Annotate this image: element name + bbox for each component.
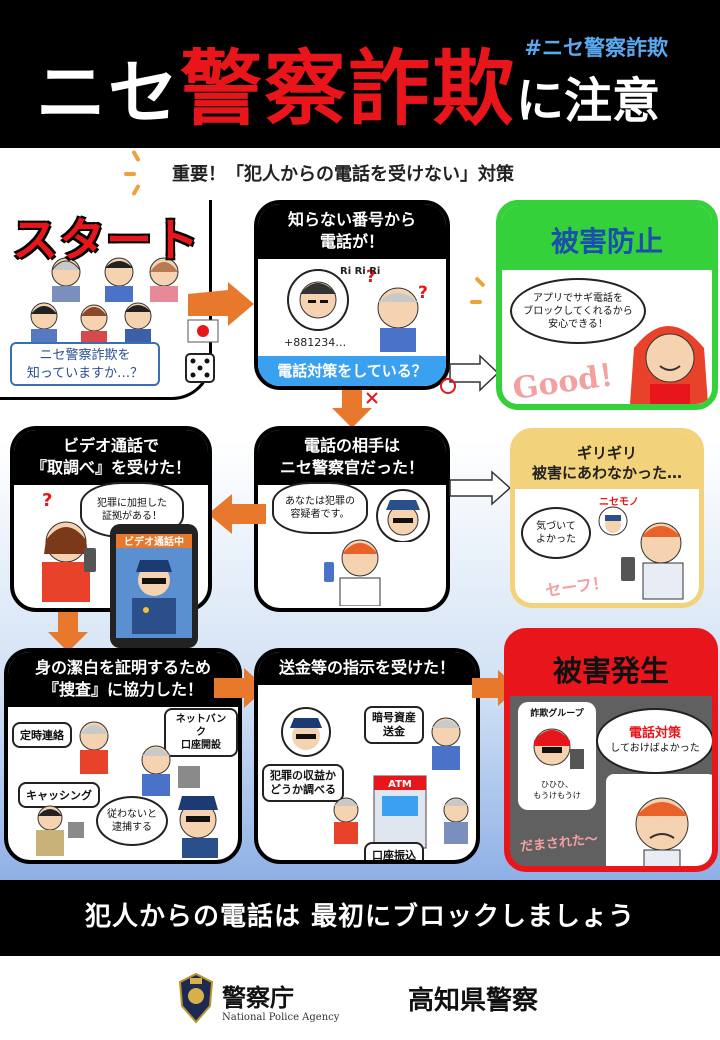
phone-number: +881234…: [284, 336, 346, 349]
arrow-right-outline-icon: [449, 470, 512, 506]
header-banner: [0, 0, 720, 148]
woman-worried-illustration: ?: [42, 490, 96, 602]
hashtag: #ニセ警察詐欺: [524, 36, 668, 60]
result-damage-title: 被害発生: [552, 654, 669, 688]
result-prevented: 被害防止 アプリでサギ電話を ブロックしてくれるから 安心できる！ Good！: [496, 200, 718, 410]
result-damage: 被害発生 詐欺グループ ひひひ、 もうけもうけ 電話対策 しておけばよかった だ…: [504, 628, 718, 872]
step-transfer: 送金等の指示を受けた！ 暗号資産 送金 犯罪の収益か どうか調べる ATM 口座…: [254, 648, 480, 864]
search-illustration: [79, 721, 218, 858]
prevented-speech: アプリでサギ電話を ブロックしてくれるから 安心できる！: [510, 278, 646, 344]
svg-text:?: ?: [418, 283, 428, 303]
step-video-call: ビデオ通話で 『取調べ』を受けた！ 犯罪に加担した 証拠がある！ ?: [10, 426, 212, 612]
footer-message: 犯人からの電話は 最初にブロックしましょう: [84, 902, 636, 932]
close-call-speech: 気づいて よかった: [521, 507, 591, 559]
svg-text:?: ?: [366, 267, 376, 287]
man-phone-illustration: [36, 805, 84, 856]
title-part2: 警察詐欺: [180, 42, 517, 137]
step-video-call-title: ビデオ通話で 『取調べ』を受けた！: [14, 430, 208, 485]
video-call-speech-text: 犯罪に加担した 証拠がある！: [97, 498, 167, 522]
result-close-call-header: [515, 433, 699, 489]
arrow-right-icon: [188, 282, 254, 326]
subtitle: 重要！「犯人からの電話を受けない」対策: [172, 164, 514, 185]
fraud-group-label: 詐欺グループ: [530, 709, 584, 719]
arrow-right-icon: [214, 668, 266, 708]
fake-police-speech-text: あなたは犯罪の 容疑者です。: [285, 496, 355, 520]
result-close-call-title: ギリギリ 被害にあわなかった…: [531, 444, 682, 482]
people-crowd-illustration: [30, 257, 179, 345]
spark-icon: [124, 172, 136, 176]
label-cashing: キャッシング: [18, 782, 100, 808]
step-unknown-call: 知らない番号から 電話が！ ? ? Ri Ri Ri +881234… 電話対策…: [254, 200, 450, 390]
prefecture-police: 高知県警察: [408, 986, 539, 1016]
arrow-left-icon: [208, 494, 266, 534]
fake-tag: ニセモノ: [599, 497, 639, 508]
transfer-illustration: ATM: [281, 707, 469, 849]
cross-mark-icon: [366, 392, 378, 404]
call-illustration: ? ? Ri Ri Ri +881234…: [284, 266, 428, 352]
deceived-text: だまされた～: [519, 831, 599, 856]
arrow-down-icon: [48, 612, 88, 652]
start-question: ニセ警察詐欺を 知っていますか…？: [10, 342, 160, 386]
step-fake-police-title: 電話の相手は ニセ警察官だった！: [258, 430, 446, 485]
label-proceeds: 犯罪の収益か どうか調べる: [262, 764, 344, 802]
fraud-laugh: ひひひ、 もうけもうけ: [533, 780, 581, 800]
start-question-text: ニセ警察詐欺を 知っていますか…？: [26, 348, 144, 381]
fraud-group-panel: 詐欺グループ ひひひ、 もうけもうけ: [518, 702, 596, 810]
damage-speech-bold: 電話対策: [628, 726, 681, 741]
damage-speech-content: 電話対策 しておけばよかった: [610, 726, 699, 756]
woman-happy-illustration: [630, 326, 708, 404]
arrest-speech: 従わないと 逮捕する: [96, 796, 168, 846]
video-call-label: ビデオ通話中: [124, 535, 184, 548]
video-call-speech: 犯罪に加担した 証拠がある！: [80, 482, 184, 538]
label-transfer: 口座振込: [364, 842, 424, 860]
close-call-speech-text: 気づいて よかった: [536, 521, 576, 545]
step-transfer-title: 送金等の指示を受けた！: [258, 652, 476, 685]
footer-banner: [0, 880, 720, 956]
arrow-down-icon: [332, 390, 372, 428]
agency-name: 警察庁: [222, 983, 294, 1012]
result-damage-header: [510, 634, 712, 696]
spark-icon: [470, 300, 482, 304]
title-part1: ニセ: [36, 52, 180, 134]
police-emblem-icon: [178, 972, 214, 1024]
label-crypto: 暗号資産 送金: [364, 706, 424, 744]
prevented-speech-text: アプリでサギ電話を ブロックしてくれるから 安心できる！: [523, 292, 633, 330]
step-search: 身の潔白を証明するため 『捜査』に協力した！ 定時連絡 ネットバンク 口座開設 …: [4, 648, 242, 864]
phone-question-banner: 電話対策をしている？: [258, 356, 446, 386]
fake-police-speech: あなたは犯罪の 容疑者です。: [272, 482, 368, 534]
damage-speech-rest: しておけばよかった: [610, 743, 700, 754]
arrow-right-outline-icon: [449, 354, 500, 392]
step-unknown-call-title: 知らない番号から 電話が！: [258, 204, 446, 259]
page-title: ニセ警察詐欺に注意: [36, 22, 660, 141]
damage-speech: 電話対策 しておけばよかった: [596, 708, 712, 774]
start-label: スタート: [12, 213, 200, 267]
result-prevented-header: [502, 206, 712, 270]
result-close-call: ギリギリ 被害にあわなかった… ニセモノ 気づいて よかった セーフ！: [510, 428, 704, 608]
label-netbank: ネットバンク 口座開設: [164, 708, 238, 757]
worried-man-illustration: [324, 539, 381, 606]
police-officer-illustration: [376, 489, 430, 542]
step-search-title: 身の潔白を証明するため 『捜査』に協力した！: [8, 652, 238, 707]
relieved-man-illustration: [598, 506, 684, 600]
svg-text:?: ?: [42, 490, 52, 511]
arrest-speech-text: 従わないと 逮捕する: [107, 809, 157, 833]
title-part3: に注意: [516, 73, 661, 129]
flag-dice-icon: [185, 319, 219, 383]
atm-label: ATM: [388, 779, 412, 790]
agency-name-en: National Police Agency: [222, 1012, 340, 1023]
circle-mark-icon: [440, 378, 456, 394]
good-text: Good！: [510, 356, 631, 407]
crying-man-illustration: [606, 774, 712, 866]
fraud-group-illustration: [533, 728, 584, 769]
label-contact: 定時連絡: [12, 722, 72, 748]
step-fake-police: 電話の相手は ニセ警察官だった！ あなたは犯罪の 容疑者です。: [254, 426, 450, 612]
ring-text: Ri Ri Ri: [340, 266, 380, 277]
result-prevented-title: 被害防止: [550, 225, 663, 258]
video-call-phone-icon: ビデオ通話中: [110, 524, 198, 648]
